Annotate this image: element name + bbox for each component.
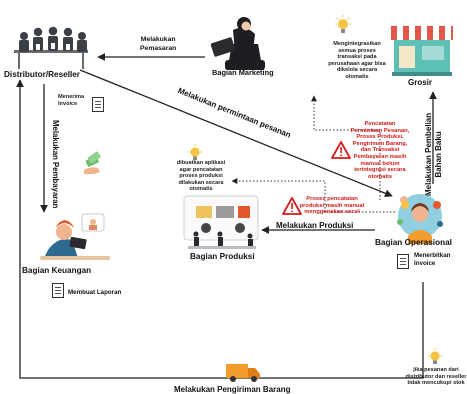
node-grosir: Grosir [408, 78, 433, 87]
edge-pengiriman: Melakukan Pengiriman Barang [174, 385, 291, 394]
dotted-integrasi [311, 95, 381, 200]
doc-laporan: Membuat Laporan [68, 289, 122, 296]
arrow-pengiriman [16, 79, 424, 379]
node-produksi: Bagian Produksi [190, 252, 255, 261]
note-stok: jika pesanan dari distributor dan resell… [405, 367, 467, 387]
node-operasional: Bagian Operasional [375, 238, 452, 247]
note-aplikasi: dibuatkan aplikasi agar pencatatan prose… [176, 160, 226, 193]
note-integrasi: Mengintegrasikan semua proses transaksi … [328, 41, 386, 80]
node-keuangan: Bagian Keuangan [22, 266, 92, 275]
edge-produksi: Melakukan Produksi [276, 221, 354, 230]
problem-produksi: Proses pencatatan produksi masih manual … [299, 196, 365, 216]
doc-invoice-issue: Menerbitkan Invoice [414, 252, 451, 267]
problem-pencatatan: Pencatatan Permintaan Pesanan, Proses Pr… [350, 121, 410, 180]
node-distributor: Distributor/Reseller [4, 70, 80, 79]
node-marketing: Bagian Marketing [212, 68, 274, 77]
doc-invoice-receive: Menerima Invoice [58, 94, 85, 107]
dotted-aplikasi [231, 178, 395, 213]
arrow-permintaan [79, 69, 393, 197]
edge-pemasaran: Melakukan Pemasaran [140, 36, 177, 52]
